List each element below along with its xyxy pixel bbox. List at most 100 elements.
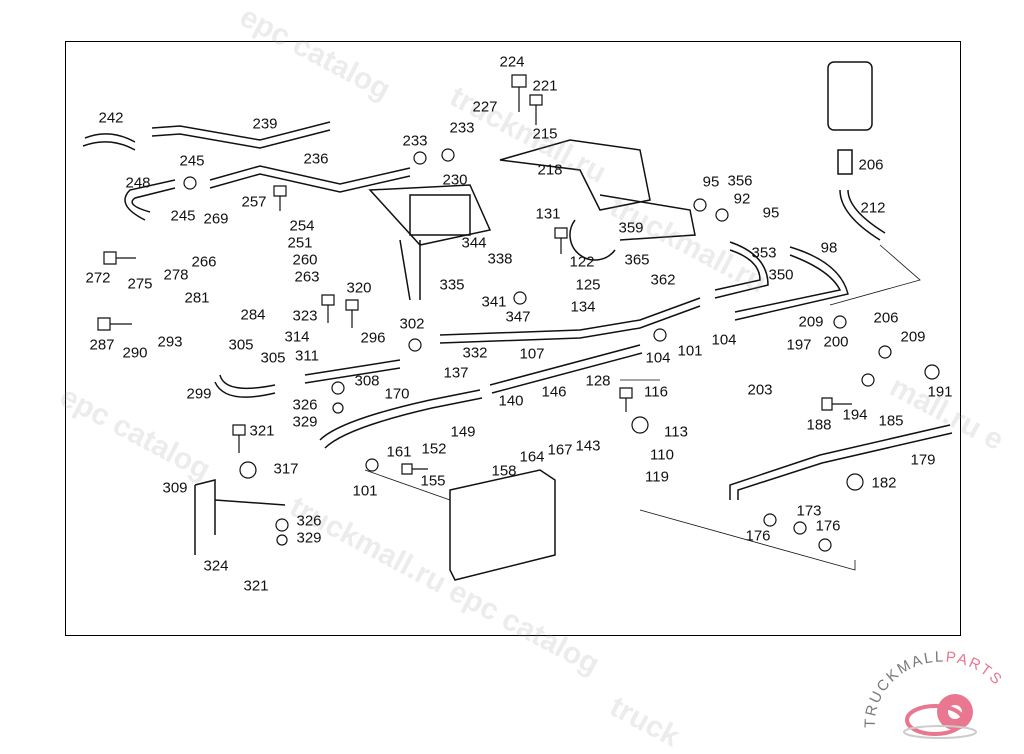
gear-icon: [903, 694, 977, 739]
part-label: 338: [487, 250, 513, 268]
part-label: 275: [127, 275, 153, 293]
part-label: 176: [815, 517, 841, 535]
part-label: 324: [203, 557, 229, 575]
part-label: 101: [352, 482, 378, 500]
part-label: 299: [186, 385, 212, 403]
part-label: 290: [122, 344, 148, 362]
pipe-332: [439, 297, 701, 336]
part-label: 309: [162, 479, 188, 497]
part-label: 314: [284, 328, 310, 346]
logo-text-right: PARTS: [945, 650, 1006, 689]
part-label: 245: [170, 207, 196, 225]
part-label: 164: [519, 448, 545, 466]
cooler: [409, 194, 471, 236]
part-label: 101: [677, 342, 703, 360]
part-label: 251: [287, 234, 313, 252]
part-label: 321: [249, 422, 275, 440]
part-label: 188: [806, 416, 832, 434]
part-label: 254: [289, 217, 315, 235]
part-label: 92: [733, 190, 751, 208]
part-label: 215: [532, 125, 558, 143]
diagram-frame: [65, 41, 961, 636]
turbo: [569, 194, 696, 261]
part-label: 245: [179, 152, 205, 170]
part-label: 326: [292, 396, 318, 414]
part-label: 233: [449, 119, 475, 137]
part-label: 149: [450, 423, 476, 441]
part-label: 224: [499, 53, 525, 71]
part-label: 152: [421, 440, 447, 458]
part-label: 227: [472, 98, 498, 116]
part-label: 341: [481, 293, 507, 311]
logo-text-left: TRUCKMALL: [862, 650, 946, 728]
part-label: 110: [650, 446, 674, 464]
part-label: 257: [241, 193, 267, 211]
bracket-309: [194, 479, 286, 555]
part-label: 335: [439, 276, 465, 294]
pipe-107: [489, 344, 641, 386]
part-label: 95: [762, 204, 780, 222]
svg-text:TRUCKMALLPARTS: TRUCKMALLPARTS: [862, 650, 1006, 728]
part-label: 122: [569, 253, 595, 271]
part-label: 143: [575, 437, 601, 455]
part-label: 293: [157, 333, 183, 351]
part-label: 317: [273, 460, 299, 478]
part-label: 221: [532, 77, 558, 95]
pipe-236: [209, 165, 411, 185]
part-label: 329: [292, 413, 318, 431]
part-label: 320: [346, 279, 372, 297]
part-label: 161: [386, 443, 412, 461]
part-label: 119: [645, 468, 669, 486]
clamps: [183, 148, 940, 552]
part-label: 173: [796, 502, 822, 520]
part-label: 260: [292, 251, 318, 269]
pipe-239: [151, 121, 331, 141]
pipe-98: [734, 254, 842, 313]
part-label: 350: [768, 266, 794, 284]
part-label: 104: [645, 349, 671, 367]
part-label: 321: [243, 577, 269, 595]
hose-248: [124, 179, 176, 221]
part-label: 107: [519, 345, 545, 363]
tank-206: [827, 61, 873, 131]
part-label: 179: [910, 451, 936, 469]
hose-242: [84, 133, 136, 143]
part-label: 155: [420, 472, 446, 490]
part-label: 125: [575, 276, 601, 294]
part-label: 158: [491, 462, 517, 480]
hose-350: [714, 249, 761, 291]
part-label: 248: [125, 174, 151, 192]
part-label: 269: [203, 210, 229, 228]
part-label: 344: [461, 234, 487, 252]
part-label: 311: [295, 347, 319, 365]
part-label: 347: [505, 308, 531, 326]
part-label: 359: [618, 219, 644, 237]
part-label: 326: [296, 512, 322, 530]
part-label: 194: [842, 406, 868, 424]
part-label: 137: [443, 364, 469, 382]
part-label: 329: [296, 529, 322, 547]
part-label: 176: [745, 527, 771, 545]
part-label: 353: [751, 244, 777, 262]
part-label: 356: [727, 172, 753, 190]
part-label: 242: [98, 109, 124, 127]
part-label: 185: [878, 412, 904, 430]
part-label: 134: [570, 298, 596, 316]
part-label: 281: [184, 289, 210, 307]
part-label: 284: [240, 306, 266, 324]
part-label: 305: [260, 349, 286, 367]
part-label: 206: [873, 309, 899, 327]
part-label: 230: [442, 171, 468, 189]
part-label: 200: [823, 333, 849, 351]
part-label: 272: [85, 269, 111, 287]
hose-299: [219, 374, 276, 390]
engine-block: [368, 139, 651, 301]
part-label: 170: [384, 385, 410, 403]
part-label: 218: [537, 161, 563, 179]
part-label: 233: [402, 132, 428, 150]
part-label: 116: [644, 383, 668, 401]
part-label: 209: [798, 313, 824, 331]
part-label: 209: [900, 328, 926, 346]
part-label: 362: [650, 271, 676, 289]
